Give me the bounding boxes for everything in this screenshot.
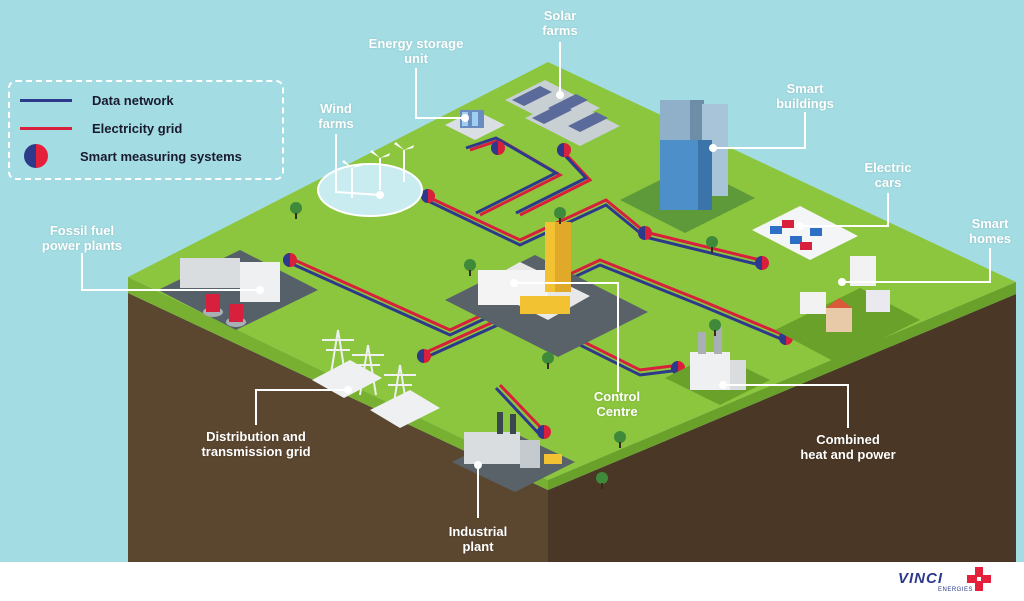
industrial-plant-illustration (452, 412, 575, 492)
tree-icon (614, 431, 626, 448)
tree-icon (596, 472, 608, 489)
brand-sub: ENERGIES (938, 587, 974, 593)
tree-icon (542, 352, 554, 369)
meter-icon (417, 349, 431, 363)
legend-item-data-network: Data network (20, 90, 174, 110)
smart-buildings-illustration (620, 100, 755, 233)
control-centre-illustration (445, 222, 648, 357)
legend: Data network Electricity grid Smart meas… (8, 80, 284, 180)
meter-icon (638, 226, 652, 240)
tree-icon (290, 202, 302, 219)
half-blue-half-red-circle-icon (24, 144, 48, 168)
soil-right-face (548, 294, 1016, 562)
tree-icon (554, 207, 566, 224)
meter-icon (755, 256, 769, 270)
legend-label: Electricity grid (92, 120, 183, 136)
leader-lines (81, 42, 991, 518)
meter-icon (537, 425, 551, 439)
blue-line-icon (20, 98, 72, 102)
solar-farms-illustration (505, 80, 620, 146)
meter-icon (421, 189, 435, 203)
brand-name: VINCI (898, 570, 944, 587)
tree-icon (709, 319, 721, 336)
red-line-icon (20, 126, 72, 130)
meter-icon (283, 253, 297, 267)
legend-label: Smart measuring systems (80, 148, 242, 164)
tree-icon (706, 236, 718, 253)
legend-label: Data network (92, 92, 174, 108)
tree-icon (464, 259, 476, 276)
legend-item-smart-measuring: Smart measuring systems (10, 144, 242, 168)
footer-band (0, 562, 1024, 601)
trees (290, 202, 721, 489)
vinci-cross-icon (967, 567, 991, 591)
wind-farms-illustration (317, 142, 423, 217)
distribution-grid-illustration (312, 329, 440, 428)
legend-item-electricity-grid: Electricity grid (20, 118, 182, 138)
meter-icon (557, 143, 571, 157)
soil-left-face (128, 293, 548, 562)
vinci-logo: VINCI ENERGIES (898, 566, 1008, 596)
meter-icon (491, 141, 505, 155)
leader-dots (256, 91, 846, 469)
combined-heat-power-illustration (665, 326, 770, 405)
electric-cars-illustration (752, 206, 858, 260)
data-network-lines (289, 136, 787, 438)
